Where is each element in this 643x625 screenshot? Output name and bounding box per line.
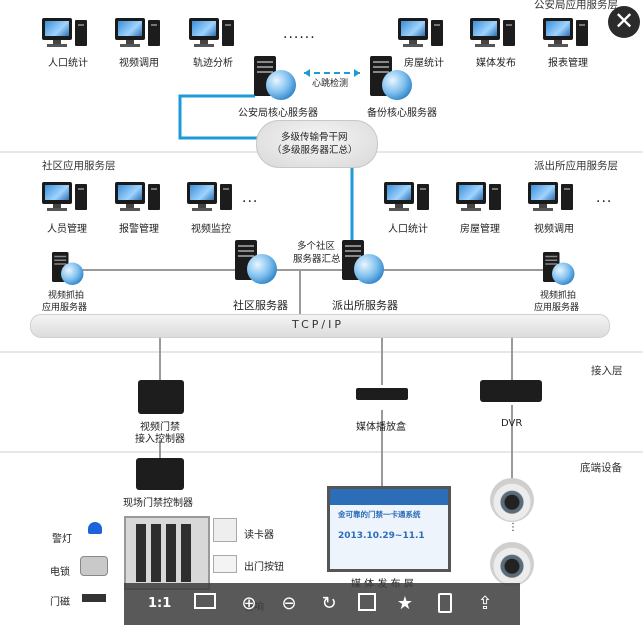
terminal-label: 媒体发布	[476, 58, 516, 69]
terminal-label: 房屋统计	[404, 58, 444, 69]
electric-lock-icon	[80, 556, 108, 576]
community-server-label: 社区服务器	[233, 299, 288, 312]
share-icon[interactable]: ⇪	[477, 593, 493, 614]
door-access-controller-icon	[138, 380, 184, 414]
workstation-icon	[470, 18, 516, 54]
media-player-box-icon	[356, 388, 408, 400]
terminal-label: 视频调用	[119, 58, 159, 69]
phone-icon[interactable]	[434, 593, 456, 615]
media-display-screen: 金可靠的门禁一卡通系统 2013.10.29~11.1	[327, 486, 451, 572]
close-icon[interactable]: ✕	[608, 6, 640, 38]
backbone-label-line1: 多级传输骨干网	[281, 132, 348, 143]
exit-button-icon	[213, 555, 237, 573]
layer-label-police-station: 派出所应用服务层	[534, 160, 618, 172]
police-station-server-label: 派出所服务器	[332, 299, 398, 312]
site-door-controller-label: 现场门禁控制器	[123, 498, 193, 509]
zoom-out-icon[interactable]: ⊖	[281, 593, 297, 614]
door-magnet-icon	[82, 594, 106, 602]
image-viewer-toolbar: 1:1 ⊕ ⊖ ↻ ★ ⇪	[124, 583, 520, 625]
heartbeat-label: 心跳检测	[312, 79, 349, 89]
workstation-icon	[528, 182, 574, 218]
terminal-label: 视频调用	[534, 224, 574, 235]
ellipsis: ......	[283, 26, 316, 42]
bookmark-icon[interactable]: ★	[396, 593, 414, 614]
dome-camera-icon	[490, 542, 534, 586]
door-controller-label-line1: 视频门禁	[140, 422, 180, 433]
terminal-label: 房屋管理	[460, 224, 500, 235]
workstation-icon	[115, 182, 161, 218]
terminal-label: 轨迹分析	[193, 58, 233, 69]
multi-community-label-line2: 服务器汇总	[293, 254, 341, 265]
terminal-label: 视频监控	[191, 224, 231, 235]
backbone-label-line2: （多级服务器汇总）	[272, 145, 358, 156]
dvr-label: DVR	[501, 418, 523, 429]
terminal-label: 人口统计	[48, 58, 88, 69]
workstation-icon	[187, 182, 233, 218]
workstation-icon	[456, 182, 502, 218]
capture-server-right-label-line2: 应用服务器	[534, 303, 580, 313]
terminal-label: 报表管理	[548, 58, 588, 69]
layer-label-public-security: 公安局应用服务层	[534, 0, 618, 11]
exit-button-label: 出门按钮	[244, 562, 284, 573]
tcp-ip-bus	[30, 314, 610, 338]
backup-server-label: 备份核心服务器	[367, 108, 437, 119]
workstation-icon	[543, 18, 589, 54]
card-reader-icon	[213, 518, 237, 542]
workstation-icon	[189, 18, 235, 54]
layer-label-terminal: 底端设备	[580, 462, 622, 474]
capture-server-right-label-line1: 视频抓拍	[540, 291, 577, 301]
terminal-label: 人员管理	[47, 224, 87, 235]
site-door-controller-icon	[136, 458, 184, 490]
alarm-light-icon	[88, 522, 102, 534]
multi-community-label-line1: 多个社区	[297, 241, 336, 252]
workstation-icon	[384, 182, 430, 218]
door-frame-icon	[124, 516, 210, 590]
workstation-icon	[42, 18, 88, 54]
door-controller-label-line2: 接入控制器	[135, 434, 185, 445]
media-box-label: 媒体播放盒	[356, 422, 406, 433]
save-icon[interactable]	[356, 593, 378, 615]
layer-label-access: 接入层	[591, 365, 623, 377]
dome-camera-icon	[490, 478, 534, 522]
layer-label-community: 社区应用服务层	[42, 160, 116, 172]
capture-server-left-label-line1: 视频抓拍	[48, 291, 85, 301]
terminal-label: 报警管理	[119, 224, 159, 235]
actual-size-icon[interactable]: 1:1	[148, 596, 172, 611]
fit-window-icon[interactable]	[194, 593, 216, 615]
alarm-light-label: 警灯	[52, 534, 72, 545]
ellipsis: ...	[242, 190, 259, 206]
camera-ellipsis: ⋮	[508, 522, 519, 533]
workstation-icon	[398, 18, 444, 54]
core-server-label: 公安局核心服务器	[238, 108, 318, 119]
door-magnet-label: 门磁	[50, 597, 70, 608]
card-reader-label: 读卡器	[244, 530, 274, 541]
zoom-in-icon[interactable]: ⊕	[241, 593, 257, 614]
electric-lock-label: 电锁	[50, 567, 70, 578]
ellipsis: ...	[596, 190, 613, 206]
terminal-label: 人口统计	[388, 224, 428, 235]
rotate-icon[interactable]: ↻	[321, 593, 337, 614]
dvr-icon	[480, 380, 542, 402]
workstation-icon	[115, 18, 161, 54]
backbone-cloud	[256, 120, 378, 168]
tcp-ip-label: TCP/IP	[292, 318, 344, 331]
capture-server-left-label-line2: 应用服务器	[42, 303, 88, 313]
screen-title: 金可靠的门禁一卡通系统	[338, 510, 421, 519]
workstation-icon	[42, 182, 88, 218]
screen-date: 2013.10.29~11.1	[338, 531, 425, 541]
